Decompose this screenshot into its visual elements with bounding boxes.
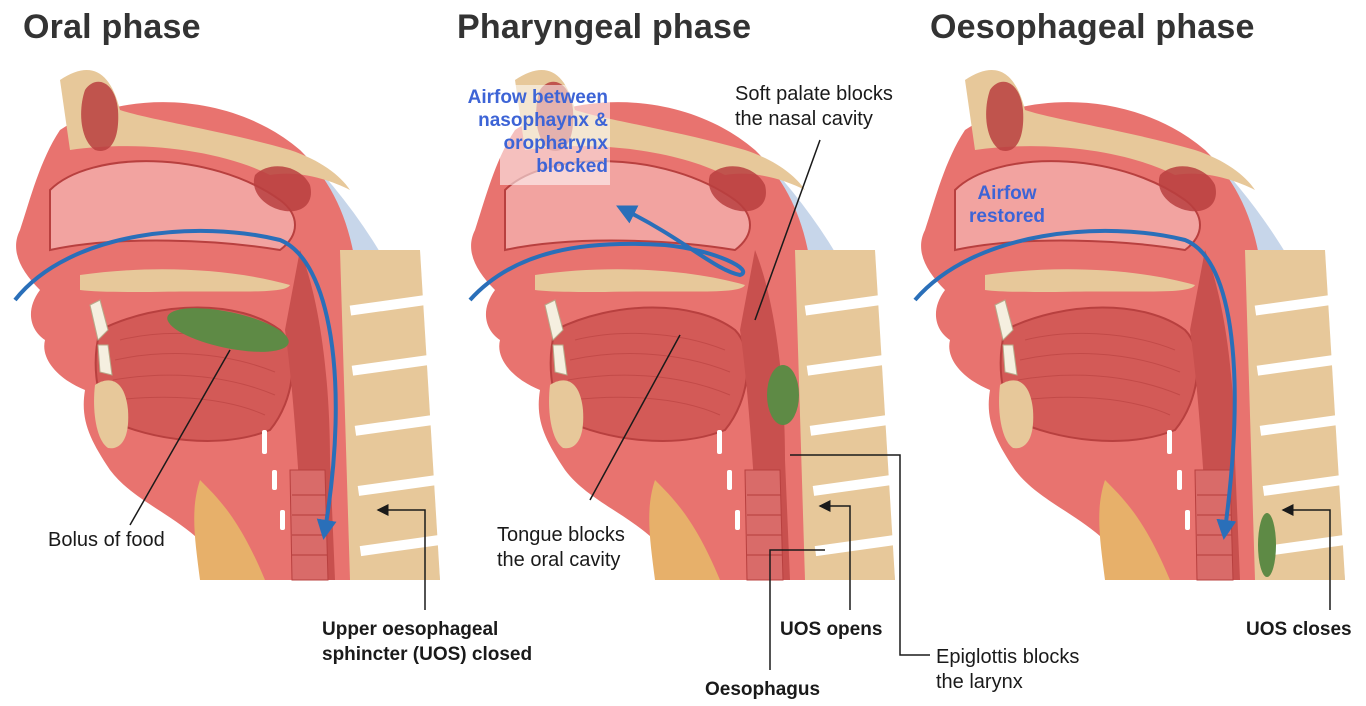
label-uos-opens: UOS opens <box>780 619 883 640</box>
label-airflow-blocked: Airfow between nasophaynx & oropharynx b… <box>430 86 608 178</box>
label-airflow-blocked-line1: Airfow between <box>467 87 608 108</box>
label-uos-closed-line1: Upper oesophageal <box>322 619 499 640</box>
pharyngeal-phase-illustration <box>468 69 930 670</box>
label-airflow-blocked-line2: nasophaynx & <box>478 110 608 131</box>
label-airflow-blocked-line3: oropharynx <box>503 133 608 154</box>
label-soft-palate: Soft palate blocks the nasal cavity <box>735 82 893 132</box>
label-soft-palate-line1: Soft palate blocks <box>735 83 893 105</box>
panel-title-oral: Oral phase <box>23 8 201 46</box>
label-airflow-restored-line2: restored <box>968 206 1046 227</box>
oesophageal-phase-illustration <box>913 69 1355 610</box>
label-airflow-blocked-line4: blocked <box>536 156 608 177</box>
label-bolus: Bolus of food <box>48 529 165 551</box>
oral-phase-illustration <box>13 69 450 610</box>
label-epiglottis-line1: Epiglottis blocks <box>936 646 1080 668</box>
label-tongue-line2: the oral cavity <box>497 549 621 571</box>
label-epiglottis: Epiglottis blocks the larynx <box>936 645 1079 695</box>
label-oesophagus: Oesophagus <box>705 679 821 700</box>
label-tongue: Tongue blocks the oral cavity <box>497 523 625 573</box>
label-epiglottis-line2: the larynx <box>936 671 1023 693</box>
label-uos-closes: UOS closes <box>1246 619 1352 640</box>
label-uos-closed-line2: sphincter (UOS) closed <box>322 644 533 665</box>
label-tongue-line1: Tongue blocks <box>497 524 625 546</box>
label-airflow-restored: Airfow restored <box>952 182 1062 228</box>
label-soft-palate-line2: the nasal cavity <box>735 108 873 130</box>
panel-title-pharyngeal: Pharyngeal phase <box>457 8 752 46</box>
label-airflow-restored-line1: Airfow <box>977 183 1037 204</box>
label-uos-closed: Upper oesophageal sphincter (UOS) closed <box>322 617 532 667</box>
panel-title-oesophageal: Oesophageal phase <box>930 8 1255 46</box>
